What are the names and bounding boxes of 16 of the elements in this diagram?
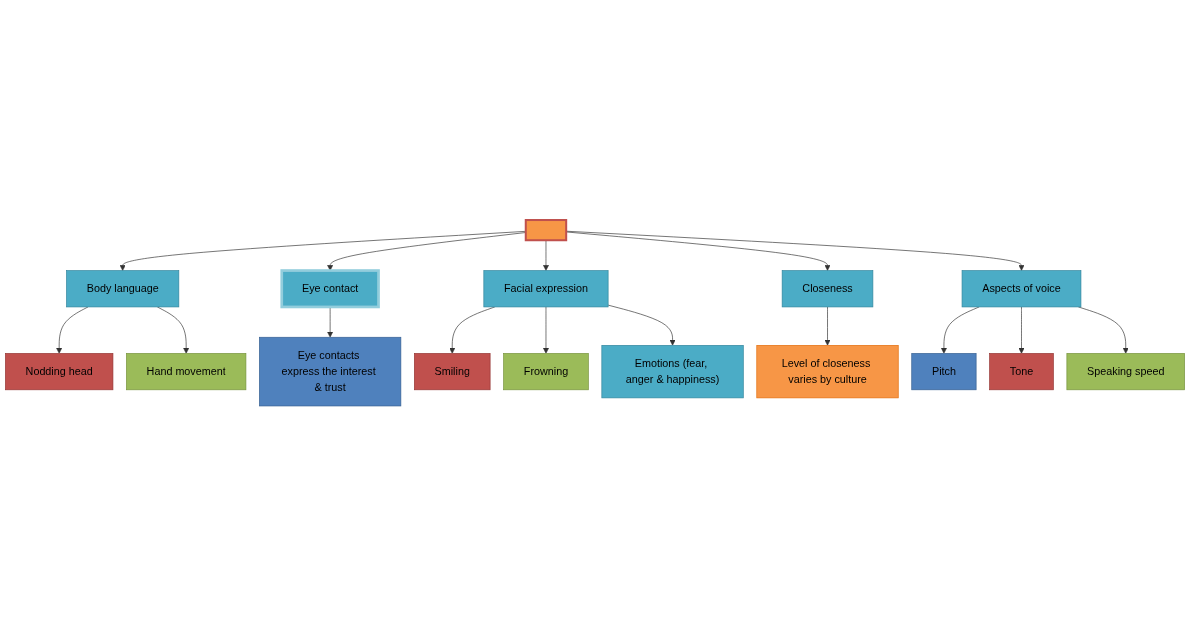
node-box: Smiling [414, 353, 491, 391]
node-box [524, 219, 568, 242]
node-box: Nodding head [5, 353, 114, 391]
node-box: Eye contact [280, 269, 380, 309]
node-box: Speaking speed [1066, 353, 1185, 391]
node-box: Aspects of voice [961, 270, 1082, 308]
node-box: Tone [989, 353, 1054, 391]
node-box: Closeness [781, 270, 874, 308]
node-box: Eye contacts express the interest & trust [259, 336, 402, 407]
node-box: Pitch [911, 353, 977, 391]
node-box: Level of closeness varies by culture [756, 345, 899, 399]
node-box: Body language [66, 270, 180, 308]
node-box: Frowning [503, 353, 589, 391]
node-box: Emotions (fear, anger & happiness) [601, 345, 744, 399]
node-box: Hand movement [126, 353, 247, 391]
node-box: Facial expression [483, 270, 609, 308]
